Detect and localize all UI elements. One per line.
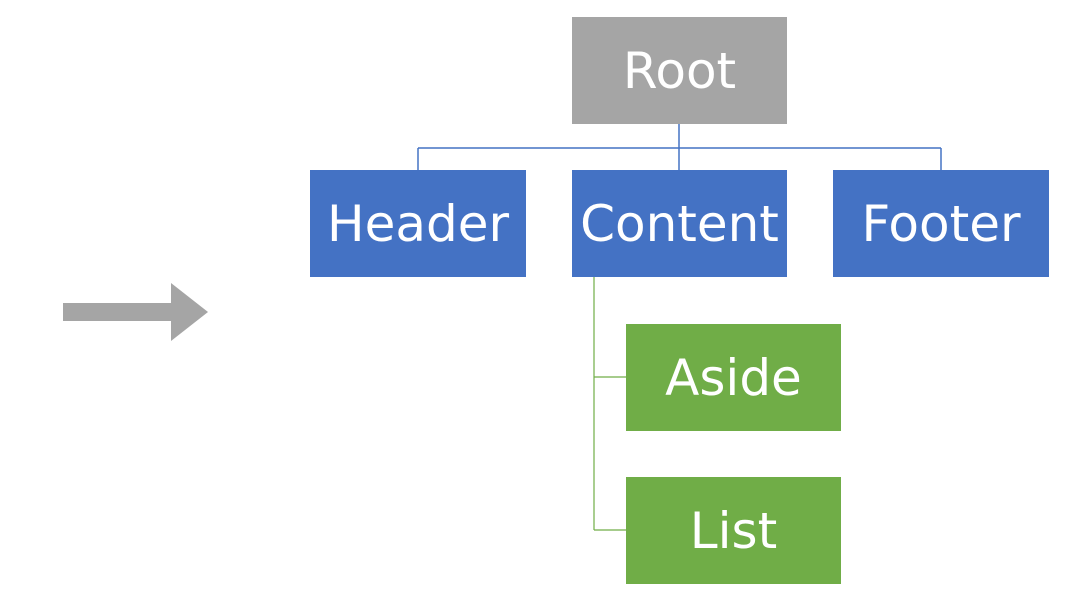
node-content: Content [572, 170, 787, 277]
content-connectors [593, 277, 626, 531]
node-footer-label: Footer [861, 194, 1021, 253]
node-root-label: Root [622, 41, 737, 100]
right-arrow-icon [63, 283, 208, 341]
root-connectors [417, 124, 942, 170]
node-aside-label: Aside [665, 348, 802, 407]
arrow-shaft [63, 303, 173, 321]
arrow-head [171, 283, 208, 341]
node-list-label: List [689, 501, 778, 560]
node-aside: Aside [626, 324, 841, 431]
node-list: List [626, 477, 841, 584]
node-root: Root [572, 17, 787, 124]
node-header: Header [310, 170, 526, 277]
node-content-label: Content [580, 194, 779, 253]
node-footer: Footer [833, 170, 1049, 277]
node-header-label: Header [326, 194, 510, 253]
